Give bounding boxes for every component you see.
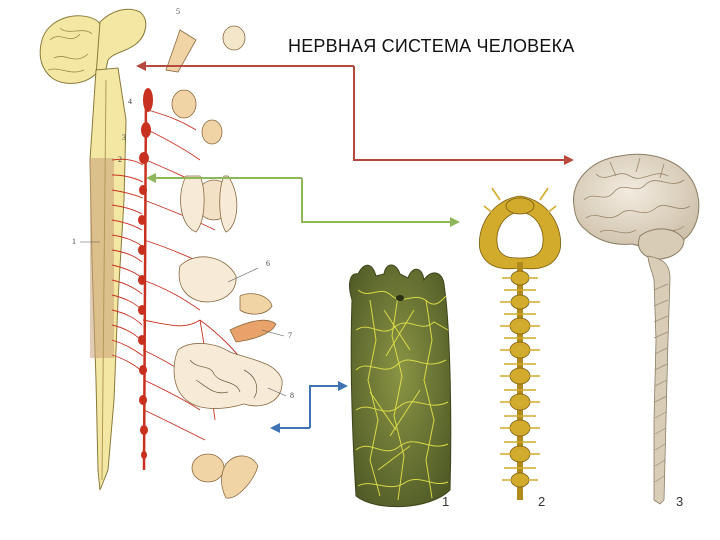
figure-number-brain: 3: [676, 494, 684, 509]
cerebral-ganglion: [505, 197, 535, 215]
intestines: [173, 343, 283, 409]
genitals: [221, 455, 259, 499]
brain: [573, 153, 700, 248]
anatomy-labels: 5 4 3 2 1 6 7 8: [72, 7, 294, 400]
slide-title: НЕРВНАЯ СИСТЕМА ЧЕЛОВЕКА: [288, 36, 575, 56]
anatomy-label: 1: [72, 237, 76, 246]
hydra-nerve-net: [355, 289, 449, 501]
liver: [239, 293, 273, 315]
hydra-mouth: [396, 295, 404, 301]
arrow-green: [301, 178, 460, 227]
anatomy-label: 3: [122, 133, 126, 142]
anatomy-label: 7: [288, 331, 292, 340]
lateral-nerves: [483, 187, 557, 481]
cerebrum: [39, 15, 106, 84]
arrow-blue: [309, 381, 348, 428]
lacrimal: [165, 29, 197, 73]
figure-number-chain: 2: [538, 494, 546, 509]
lungs: [180, 175, 205, 233]
anatomy-label: 5: [176, 7, 180, 16]
ganglion-chain-figure: [478, 187, 562, 500]
organs: [165, 25, 283, 499]
anatomy-label: 6: [266, 259, 270, 268]
vertebrate-brain-figure: [573, 153, 700, 505]
cerebellum: [637, 228, 685, 260]
anatomy-label: 4: [128, 97, 132, 106]
arrow-red: [353, 66, 574, 165]
human-nervous-system-figure: [39, 8, 283, 499]
vertebral-segment: [90, 158, 114, 358]
eye: [222, 25, 246, 51]
anatomy-label: 2: [118, 155, 122, 164]
figure-number-hydra: 1: [442, 494, 450, 509]
spinal-cord-vertebrate: [647, 255, 671, 505]
stomach: [178, 256, 237, 303]
salivary-gland: [171, 89, 197, 119]
connector-arrows: [136, 61, 574, 433]
anatomy-label: 8: [290, 391, 294, 400]
brainstem: [95, 8, 147, 79]
pancreas: [229, 319, 277, 343]
hydra-figure: [349, 264, 452, 508]
bladder: [191, 453, 225, 483]
